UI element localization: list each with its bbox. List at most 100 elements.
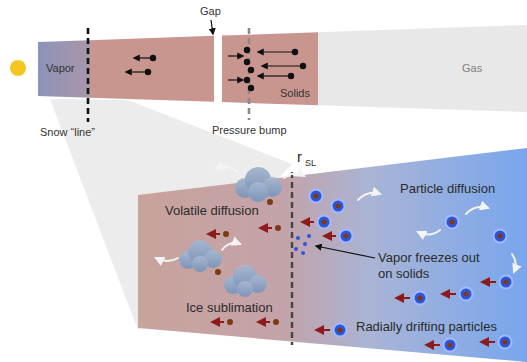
line-shape: [258, 75, 288, 76]
line-shape: [126, 71, 145, 72]
line-shape: [211, 20, 213, 34]
line-shape: [426, 344, 440, 346]
path-shape: [222, 243, 240, 250]
circle-shape: [300, 63, 305, 68]
polygon-shape: [90, 36, 214, 102]
circle-shape: [150, 55, 155, 60]
line-shape: [481, 341, 495, 343]
line-shape: [228, 55, 243, 56]
g-shape: [310, 190, 513, 352]
path-shape: [216, 167, 238, 172]
circle-shape: [447, 342, 452, 347]
line-shape: [324, 235, 336, 237]
bump-label: Pressure bump: [212, 124, 287, 137]
circle-shape: [248, 85, 253, 90]
polygon-shape: [318, 25, 527, 112]
circle-shape: [343, 233, 348, 238]
circle-shape: [460, 288, 473, 301]
path-shape: [418, 230, 440, 235]
circle-shape: [449, 219, 454, 224]
process-label: Volatile diffusion: [165, 203, 259, 219]
circle-shape: [340, 230, 353, 243]
circle-shape: [503, 279, 508, 284]
line-shape: [258, 51, 292, 52]
path-shape: [358, 193, 380, 200]
circle-shape: [417, 295, 422, 300]
circle-shape: [321, 219, 326, 224]
line-shape: [396, 297, 410, 299]
circle-shape: [244, 59, 249, 64]
circle-shape: [502, 339, 507, 344]
region-label: Solids: [280, 87, 310, 100]
path-shape: [466, 207, 488, 214]
path-shape: [512, 254, 516, 272]
circle-shape: [332, 200, 345, 213]
polygon-shape: [38, 40, 90, 97]
circle-shape: [292, 49, 297, 54]
line-shape: [258, 321, 270, 323]
line-shape: [442, 293, 456, 295]
process-label: Vapor freezes out on solids: [378, 250, 490, 281]
circle-shape: [275, 225, 281, 231]
line-shape: [316, 246, 375, 258]
circle-shape: [334, 324, 347, 337]
g-shape: [179, 167, 282, 297]
line-shape: [262, 65, 300, 66]
circle-shape: [318, 216, 331, 229]
circle-shape: [307, 234, 311, 238]
g-shape: [294, 234, 311, 255]
line-shape: [228, 79, 243, 80]
line-shape: [208, 233, 220, 235]
circle-shape: [10, 60, 26, 76]
circle-shape: [267, 199, 273, 205]
gap-label: Gap: [200, 5, 221, 18]
circle-shape: [446, 216, 459, 229]
circle-shape: [227, 319, 233, 325]
circle-shape: [237, 281, 253, 297]
line-shape: [248, 28, 251, 120]
circle-shape: [335, 203, 340, 208]
circle-shape: [223, 231, 229, 237]
circle-shape: [499, 336, 512, 349]
g-shape: [313, 193, 508, 347]
path-shape: [156, 258, 178, 261]
circle-shape: [215, 269, 221, 275]
circle-shape: [337, 327, 342, 332]
circle-shape: [145, 69, 150, 74]
circle-shape: [192, 256, 208, 272]
process-label: Radially drifting particles: [356, 319, 497, 335]
circle-shape: [463, 291, 468, 296]
circle-shape: [301, 251, 305, 255]
circle-shape: [313, 193, 318, 198]
circle-shape: [244, 47, 249, 52]
path-shape: [284, 173, 304, 178]
region-label: Gas: [462, 62, 482, 75]
g-shape: [126, 47, 306, 90]
region-label: Vapor: [46, 62, 75, 75]
line-shape: [87, 28, 90, 122]
circle-shape: [248, 67, 253, 72]
circle-shape: [296, 236, 300, 240]
line-shape: [134, 57, 150, 58]
circle-shape: [494, 230, 507, 243]
line-shape: [302, 221, 314, 223]
circle-shape: [444, 339, 457, 352]
circle-shape: [414, 292, 427, 305]
polygon-shape: [222, 32, 318, 105]
circle-shape: [288, 73, 293, 78]
circle-shape: [303, 242, 307, 246]
line-shape: [291, 172, 293, 345]
circle-shape: [294, 247, 298, 251]
process-label: Ice sublimation: [186, 300, 273, 316]
circle-shape: [244, 77, 249, 82]
circle-shape: [500, 276, 513, 289]
circle-shape: [310, 190, 323, 203]
line-shape: [316, 329, 330, 331]
radius-subscript: SL: [305, 158, 316, 169]
snowline-label: Snow “line”: [40, 126, 95, 139]
circle-shape: [497, 233, 502, 238]
circle-shape: [273, 319, 279, 325]
radius-symbol: r: [297, 148, 302, 166]
line-shape: [260, 227, 272, 229]
line-shape: [212, 321, 224, 323]
